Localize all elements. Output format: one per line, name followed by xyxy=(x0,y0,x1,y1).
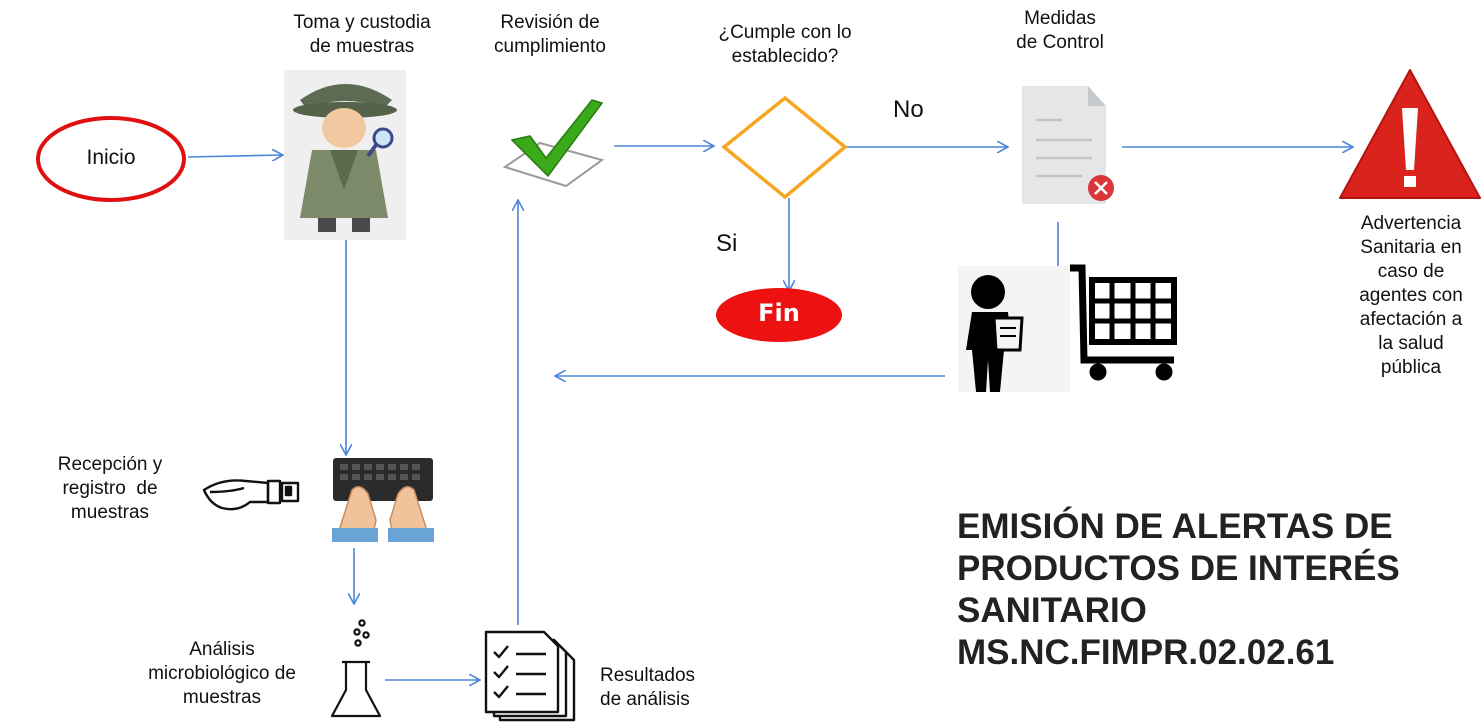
start-oval xyxy=(36,116,186,202)
inspector-icon xyxy=(958,266,1070,392)
label-analisis-line1: Análisis xyxy=(189,639,255,660)
label-advertencia-line3: caso de xyxy=(1377,261,1445,282)
label-resultados: Resultados de análisis xyxy=(600,664,740,712)
checklist-icon xyxy=(484,630,576,722)
shopping-cart-icon xyxy=(1070,264,1177,381)
label-advertencia-line7: pública xyxy=(1380,357,1442,378)
label-cumple-line2: establecido? xyxy=(731,46,839,67)
label-medidas-line1: Medidas xyxy=(1024,8,1096,29)
label-revision-line1: Revisión de xyxy=(500,12,600,33)
end-pill xyxy=(716,288,842,342)
label-analisis-line2: microbiológico de xyxy=(148,663,296,684)
arrow-inicio-to-toma xyxy=(187,155,283,157)
label-medidas-line2: de Control xyxy=(1016,32,1104,53)
label-revision-line2: cumplimiento xyxy=(494,36,606,57)
label-advertencia-line2: Sanitaria en xyxy=(1360,237,1462,258)
label-advertencia-line1: Advertencia xyxy=(1360,213,1462,234)
detective-icon xyxy=(284,70,406,240)
label-advertencia-line5: afectación a xyxy=(1359,309,1463,330)
branch-no-label: No xyxy=(893,96,924,123)
title-line-1: EMISIÓN DE ALERTAS DE xyxy=(957,507,1393,546)
label-advertencia-line6: la salud xyxy=(1378,333,1444,354)
label-inicio: Inicio xyxy=(86,146,136,169)
title-line-4: MS.NC.FIMPR.02.02.61 xyxy=(957,633,1335,672)
title-line-3: SANITARIO xyxy=(957,591,1147,630)
flask-icon xyxy=(330,619,382,718)
label-cumple-line1: ¿Cumple con lo xyxy=(718,22,852,43)
label-resultados-line2: de análisis xyxy=(600,689,690,710)
warning-icon xyxy=(1339,69,1481,199)
label-resultados-line1: Resultados xyxy=(600,665,696,686)
label-advertencia-line4: agentes con xyxy=(1359,285,1463,306)
label-recepcion-line3: muestras xyxy=(70,502,150,523)
hand-icon xyxy=(202,479,300,511)
label-revision: Revisión de cumplimiento xyxy=(460,11,640,59)
connectors xyxy=(187,146,1353,680)
label-toma-line2: de muestras xyxy=(309,36,415,57)
label-analisis-line3: muestras xyxy=(182,687,262,708)
label-advertencia: Advertencia Sanitaria en caso de agentes… xyxy=(1340,212,1482,380)
keyboard-hands-icon xyxy=(332,458,434,542)
decision-diamond xyxy=(721,95,848,200)
label-cumple: ¿Cumple con lo establecido? xyxy=(690,21,880,69)
label-toma: Toma y custodia de muestras xyxy=(262,11,462,59)
label-recepcion-line2: registro de xyxy=(62,478,158,499)
check-icon xyxy=(502,99,605,188)
document-error-icon xyxy=(1022,86,1114,204)
label-toma-line1: Toma y custodia xyxy=(293,12,431,33)
label-medidas: Medidas de Control xyxy=(990,7,1130,55)
label-recepcion-line1: Recepción y xyxy=(57,454,163,475)
diagram-title: EMISIÓN DE ALERTAS DE PRODUCTOS DE INTER… xyxy=(957,506,1477,674)
label-recepcion: Recepción y registro de muestras xyxy=(30,453,190,525)
branch-si-label: Si xyxy=(716,230,738,257)
title-line-2: PRODUCTOS DE INTERÉS xyxy=(957,549,1400,588)
end-label: Fin xyxy=(758,299,800,327)
label-analisis: Análisis microbiológico de muestras xyxy=(122,638,322,710)
